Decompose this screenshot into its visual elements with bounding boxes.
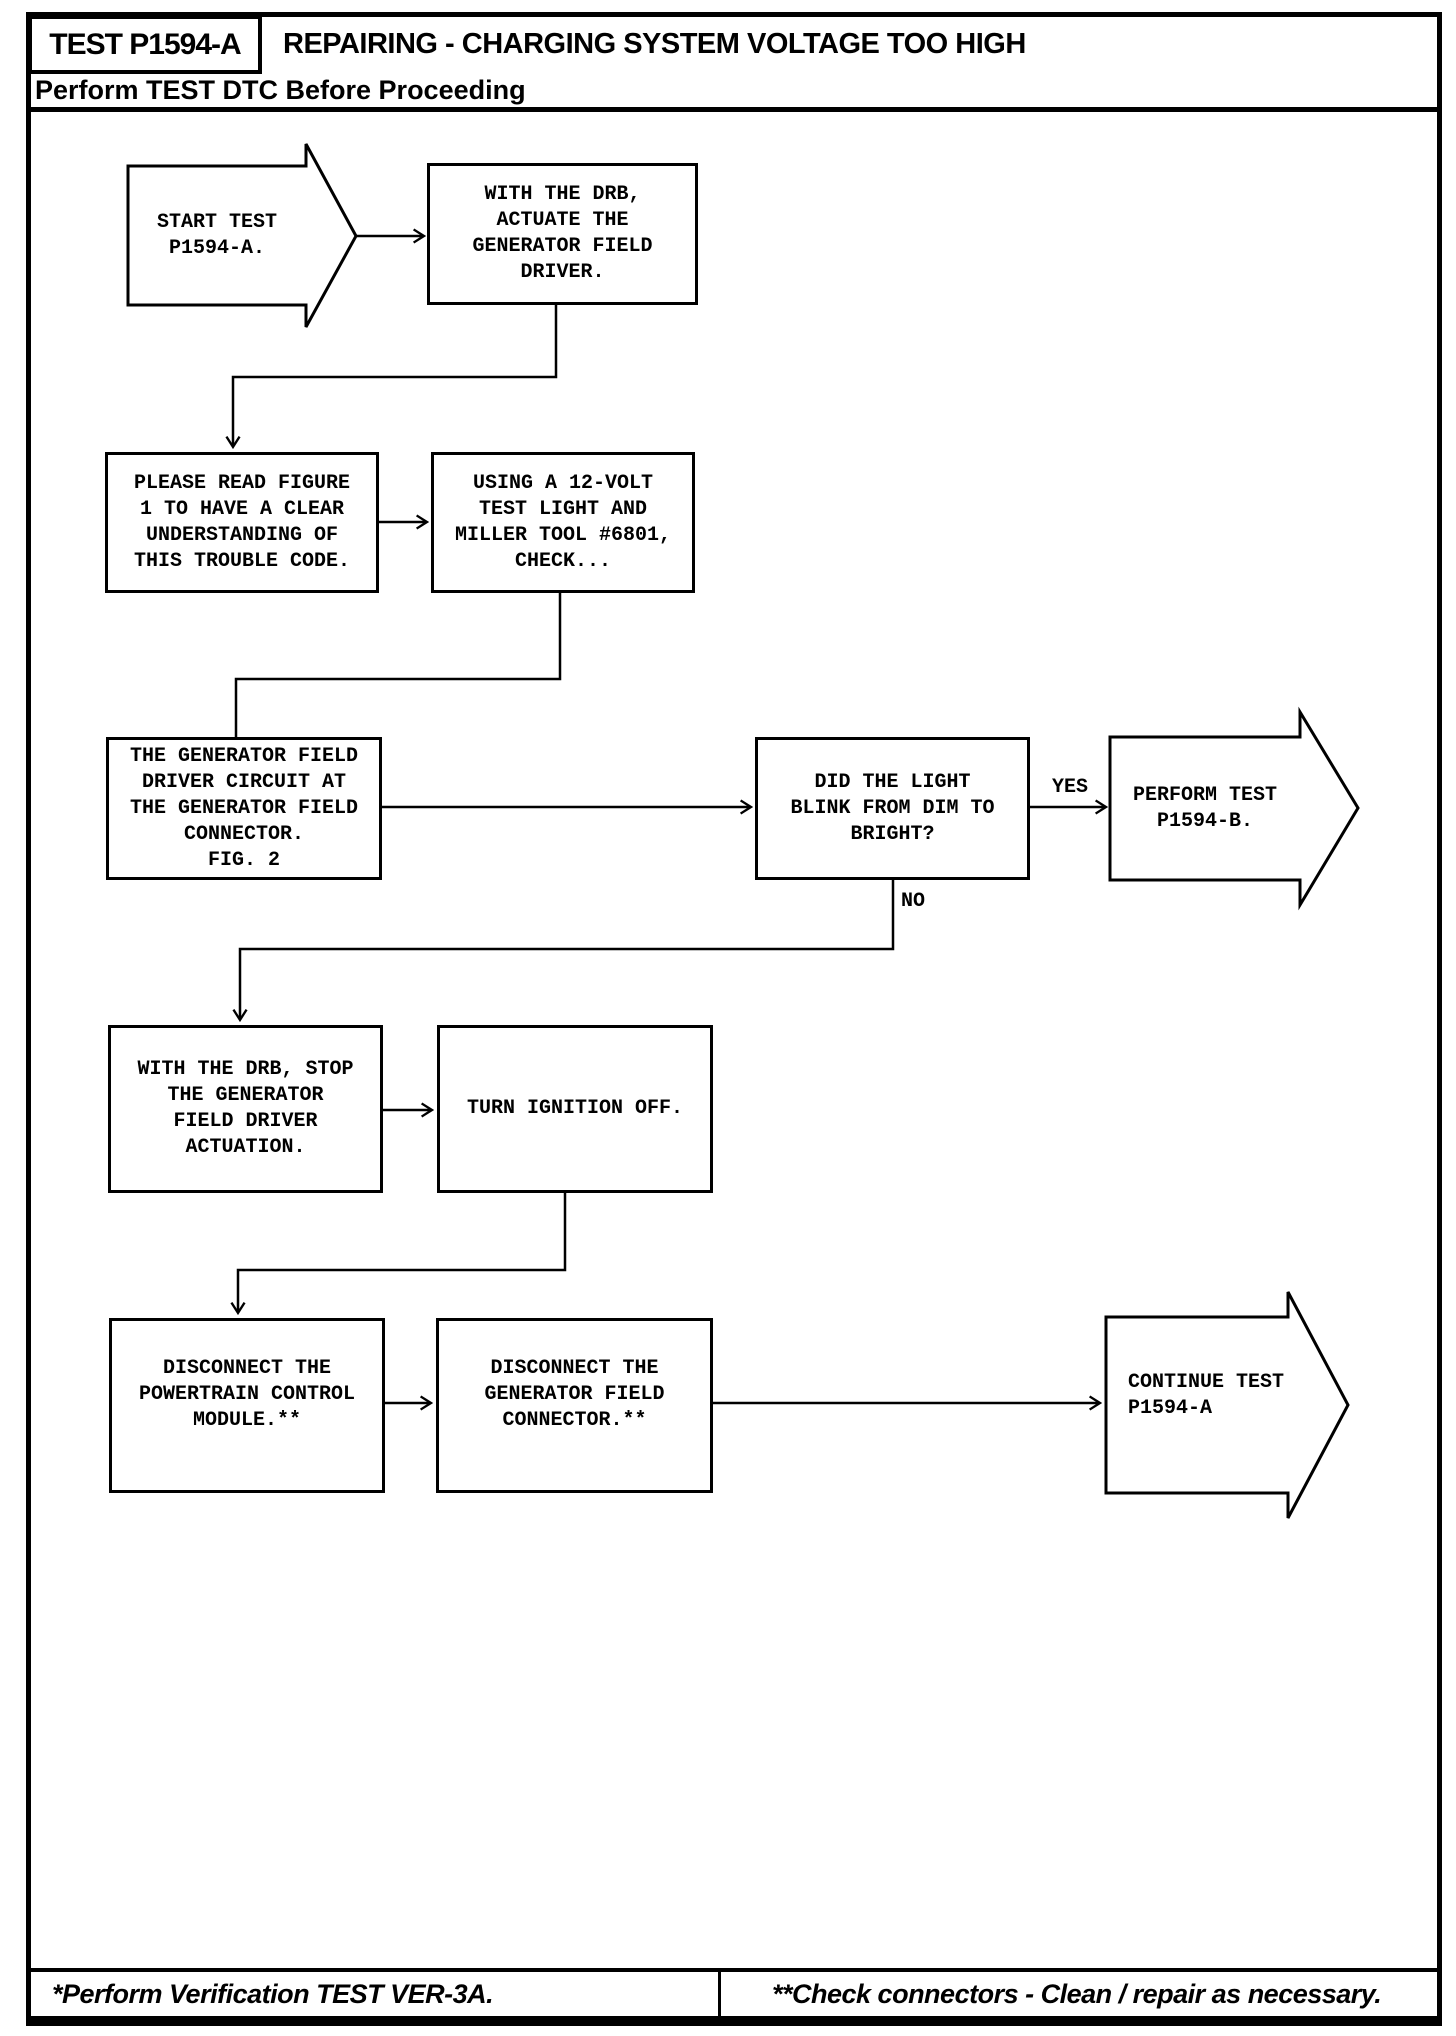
text-line: THE GENERATOR FIELD <box>129 796 359 820</box>
continue-test-node-text: CONTINUE TEST P1594-A <box>1128 1368 1303 1424</box>
text-line: MILLER TOOL #6801, <box>454 523 672 547</box>
text-line: P1594-A. <box>168 236 265 260</box>
text-line: 1 TO HAVE A CLEAR <box>139 497 345 521</box>
text-line: CHECK... <box>514 549 611 573</box>
box-12-volt-test-light: USING A 12-VOLT TEST LIGHT AND MILLER TO… <box>431 452 695 593</box>
box-generator-field-driver-circuit: THE GENERATOR FIELD DRIVER CIRCUIT AT TH… <box>106 737 382 880</box>
box-actuate-generator-field-driver: WITH THE DRB, ACTUATE THE GENERATOR FIEL… <box>427 163 698 305</box>
text-line: DID THE LIGHT <box>814 770 971 794</box>
page-subtitle: Perform TEST DTC Before Proceeding <box>35 74 526 105</box>
footer-connectors-note: **Check connectors - Clean / repair as n… <box>772 1978 1382 2009</box>
text-line: CONNECTOR.** <box>502 1408 647 1432</box>
text-line: DRIVER. <box>520 261 605 284</box>
connector-no-to-stop-actuation <box>240 880 895 1019</box>
box-stop-field-driver-actuation: WITH THE DRB, STOP THE GENERATOR FIELD D… <box>108 1025 383 1193</box>
text-line: FIELD DRIVER <box>173 1110 318 1133</box>
box-disconnect-generator-field-connector: DISCONNECT THE GENERATOR FIELD CONNECTOR… <box>436 1318 713 1493</box>
continue-test-arrow-shape <box>1104 1291 1350 1519</box>
text-line: THIS TROUBLE CODE. <box>133 549 351 573</box>
text-line: WITH THE DRB, <box>484 183 641 206</box>
box-did-light-blink-decision: DID THE LIGHT BLINK FROM DIM TO BRIGHT? <box>755 737 1030 880</box>
text-line: FIG. 2 <box>207 848 280 872</box>
test-id-label: TEST P1594-A <box>49 27 241 61</box>
no-branch-label: NO <box>901 890 926 913</box>
connector-test-light-to-circuit <box>236 592 562 768</box>
text-line: MODULE.** <box>192 1408 302 1432</box>
text-line: GENERATOR FIELD <box>472 235 653 258</box>
text-line: BLINK FROM DIM TO <box>790 796 995 820</box>
text-line: POWERTRAIN CONTROL <box>138 1382 356 1406</box>
text-line: CONTINUE TEST <box>1128 1371 1285 1394</box>
text-line: THE GENERATOR FIELD <box>129 744 359 768</box>
footer-verification-note: *Perform Verification TEST VER-3A. <box>52 1978 494 2009</box>
connector-actuate-to-read-figure <box>233 305 558 446</box>
text-line: CONNECTOR. <box>183 822 305 846</box>
text-line: DISCONNECT THE <box>162 1356 332 1380</box>
text-line: DRIVER CIRCUIT AT <box>141 770 347 794</box>
box-turn-ignition-off: TURN IGNITION OFF. <box>437 1025 713 1193</box>
start-node-text: START TEST P1594-A. <box>128 166 306 305</box>
test-id-box: TEST P1594-A <box>28 15 262 74</box>
text-line: ACTUATE THE <box>496 209 629 232</box>
text-line: PERFORM TEST <box>1132 783 1278 807</box>
box-read-figure-1: PLEASE READ FIGURE 1 TO HAVE A CLEAR UND… <box>105 452 379 593</box>
text-line: THE GENERATOR <box>167 1084 324 1107</box>
text-line: TURN IGNITION OFF. <box>466 1097 684 1120</box>
box-disconnect-powertrain-control-module: DISCONNECT THE POWERTRAIN CONTROL MODULE… <box>109 1318 385 1493</box>
text-line: START TEST <box>156 210 278 234</box>
header-divider-rule <box>26 107 1442 112</box>
start-arrow-shape <box>126 143 358 328</box>
text-line: WITH THE DRB, STOP <box>137 1058 354 1081</box>
text-line: GENERATOR FIELD <box>484 1382 665 1406</box>
text-line: P1594-A <box>1128 1397 1213 1420</box>
yes-branch-label: YES <box>1051 776 1088 799</box>
text-line: USING A 12-VOLT <box>472 471 654 495</box>
text-line: UNDERSTANDING OF <box>145 523 339 547</box>
connector-ignition-to-disconnect-pcm <box>238 1193 567 1312</box>
text-line: PLEASE READ FIGURE <box>133 471 351 495</box>
footer-divider-rule <box>26 1968 1442 1972</box>
page-title: REPAIRING - CHARGING SYSTEM VOLTAGE TOO … <box>283 27 1026 60</box>
text-line: DISCONNECT THE <box>490 1356 659 1380</box>
text-line: BRIGHT? <box>850 822 935 846</box>
perform-test-node-text: PERFORM TEST P1594-B. <box>1110 737 1300 880</box>
text-line: P1594-B. <box>1156 809 1253 833</box>
text-line: ACTUATION. <box>185 1136 306 1159</box>
page-bottom-bar <box>26 2016 1442 2026</box>
footer-cell-divider <box>718 1968 721 2026</box>
text-line: TEST LIGHT AND <box>478 497 648 521</box>
perform-test-arrow-shape <box>1108 706 1360 911</box>
